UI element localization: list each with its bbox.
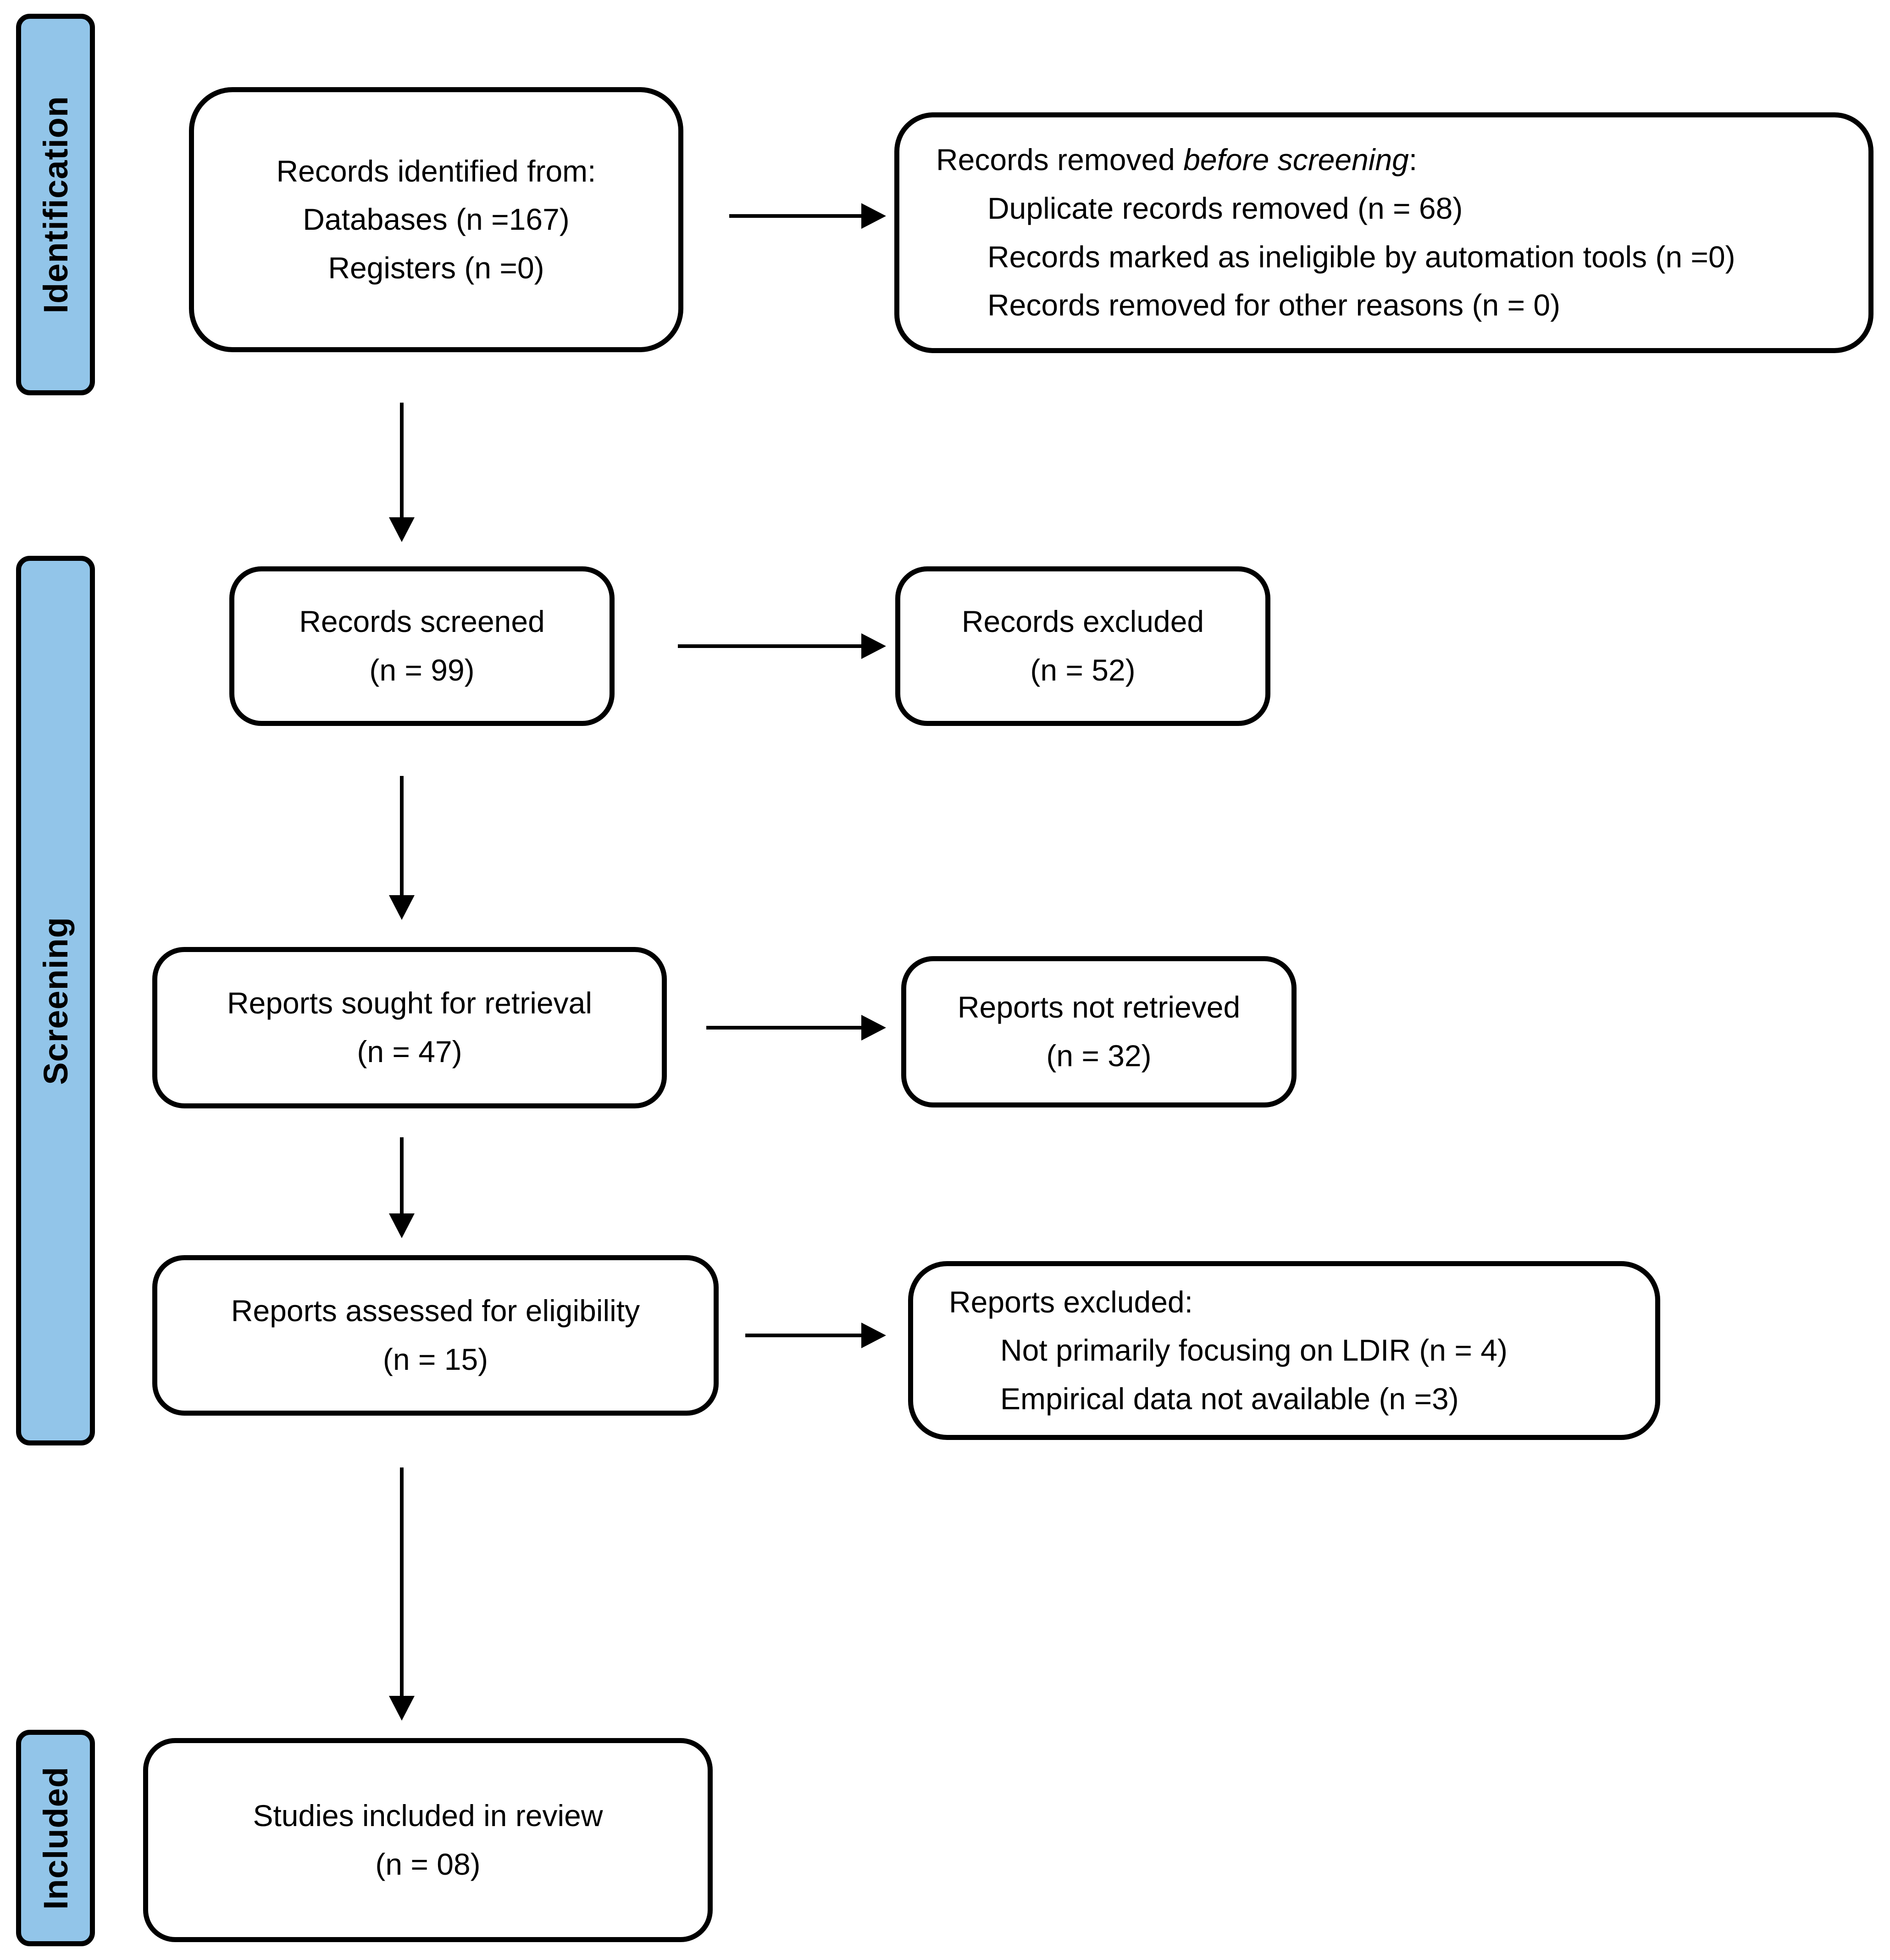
box-reports-excluded: Reports excluded: Not primarily focusing… [908, 1261, 1660, 1440]
studies-included-line-1: Studies included in review [253, 1798, 603, 1833]
stage-identification-label: Identification [36, 95, 75, 314]
records-removed-title: Records removed before screening: [936, 136, 1417, 184]
records-screened-line-2: (n = 99) [369, 653, 475, 687]
records-screened-line-1: Records screened [299, 604, 545, 639]
reports-excluded-title: Reports excluded: [949, 1285, 1193, 1319]
reports-assessed-line-2: (n = 15) [382, 1342, 488, 1376]
arrow-shaft [729, 214, 862, 218]
stage-included: Included [16, 1730, 95, 1946]
arrow-head [389, 895, 415, 920]
arrow-shaft [400, 776, 404, 896]
records-identified-line-1: Records identified from: [276, 154, 596, 188]
records-removed-item-2: Records marked as ineligible by automati… [987, 239, 1735, 274]
arrow-head [861, 633, 886, 659]
reports-excluded-item-2: Empirical data not available (n =3) [1000, 1381, 1459, 1416]
arrow-shaft [400, 1467, 404, 1697]
reports-assessed-line-1: Reports assessed for eligibility [231, 1294, 640, 1328]
records-removed-item-3: Records removed for other reasons (n = 0… [987, 288, 1561, 322]
records-removed-title-prefix: Records removed [936, 143, 1184, 177]
reports-sought-line-2: (n = 47) [357, 1035, 462, 1069]
arrow-head [389, 1696, 415, 1721]
arrow-shaft [678, 644, 862, 648]
arrow-head [861, 1015, 886, 1041]
reports-not-retrieved-line-2: (n = 32) [1046, 1039, 1152, 1073]
stage-identification: Identification [16, 14, 95, 395]
box-reports-assessed: Reports assessed for eligibility (n = 15… [152, 1255, 719, 1416]
box-records-excluded: Records excluded (n = 52) [895, 566, 1270, 726]
arrow-shaft [745, 1334, 862, 1337]
arrow-shaft [706, 1026, 862, 1030]
arrow-head [861, 203, 886, 229]
records-identified-line-2: Databases (n =167) [303, 202, 570, 237]
records-excluded-line-1: Records excluded [961, 604, 1204, 639]
box-records-screened: Records screened (n = 99) [229, 566, 615, 726]
records-identified-line-3: Registers (n =0) [328, 250, 544, 285]
reports-not-retrieved-line-1: Reports not retrieved [957, 990, 1241, 1024]
arrow-head [389, 517, 415, 542]
studies-included-line-2: (n = 08) [375, 1847, 481, 1881]
box-reports-sought: Reports sought for retrieval (n = 47) [152, 947, 667, 1108]
box-studies-included: Studies included in review (n = 08) [143, 1738, 713, 1942]
arrow-head [389, 1213, 415, 1238]
records-excluded-line-2: (n = 52) [1030, 653, 1136, 687]
box-records-identified: Records identified from: Databases (n =1… [189, 87, 683, 352]
arrow-shaft [400, 1137, 404, 1214]
records-removed-item-1: Duplicate records removed (n = 68) [987, 191, 1463, 225]
stage-screening-label: Screening [36, 916, 75, 1085]
box-records-removed: Records removed before screening: Duplic… [894, 112, 1873, 353]
box-reports-not-retrieved: Reports not retrieved (n = 32) [901, 956, 1297, 1107]
records-removed-title-suffix: : [1408, 143, 1418, 177]
stage-screening: Screening [16, 556, 95, 1445]
arrow-head [861, 1323, 886, 1348]
records-removed-title-italic: before screening [1183, 143, 1409, 177]
reports-sought-line-1: Reports sought for retrieval [227, 986, 593, 1020]
stage-included-label: Included [36, 1766, 75, 1910]
reports-excluded-item-1: Not primarily focusing on LDIR (n = 4) [1000, 1333, 1508, 1368]
arrow-shaft [400, 403, 404, 518]
